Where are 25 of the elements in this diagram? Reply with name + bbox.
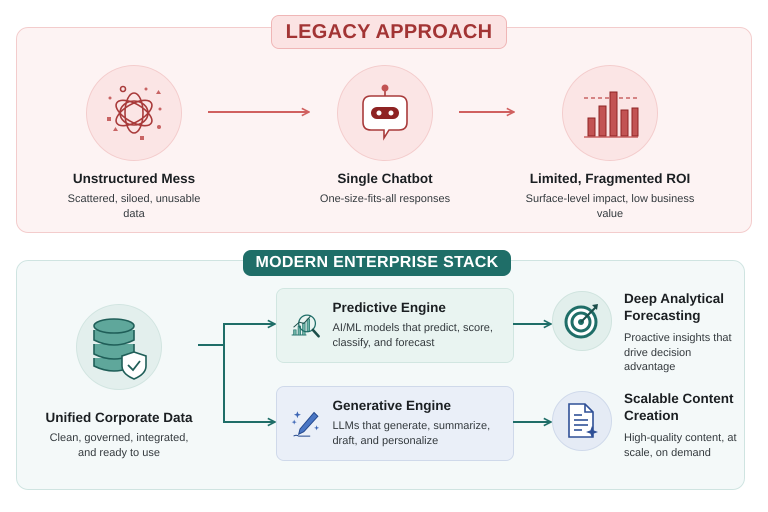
stage-description: Clean, governed, integrated, and ready to use [48,430,190,461]
engine-card [276,386,514,461]
arrow [208,108,310,116]
arrow [513,418,552,426]
section-title-badge: LEGACY APPROACH [271,15,507,49]
engine-title: Predictive Engine [332,300,447,318]
outcome-description: High-quality content, at scale, on demand [624,430,738,460]
engine-description: LLMs that generate, summarize, draft, and personalize [332,419,492,449]
stage-description: Surface-level impact, low business value [524,192,696,222]
outcome-title: Deep Analytical Forecasting [624,291,726,325]
engine-title: Generative Engine [332,398,452,416]
section-title-badge: MODERN ENTERPRISE STACK [243,250,511,276]
stage-title: Unified Corporate Data [45,410,193,427]
stage-description: One-size-fits-all responses [320,192,450,207]
arrow [459,108,515,116]
outcome-title: Scalable Content Creation [624,391,735,425]
arrow [513,320,552,328]
stage-title: Limited, Fragmented ROI [530,171,690,188]
engine-description: AI/ML models that predict, score, classify, and forecast [332,321,494,351]
outcome-description: Proactive insights that drive decision advantage [624,330,733,376]
stage-title: Unstructured Mess [72,171,196,188]
stage-description: Scattered, siloed, unusable data [66,192,202,222]
arrow [198,344,276,426]
engine-card [276,288,514,363]
stage-title: Single Chatbot [337,171,433,188]
